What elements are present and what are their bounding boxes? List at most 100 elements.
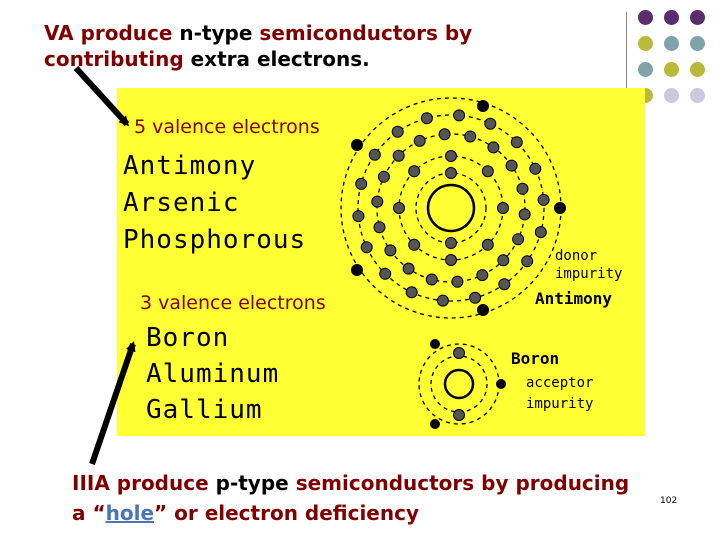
- arrow-to-group3: [89, 341, 136, 465]
- title-line-2: contributing extra electrons.: [44, 46, 472, 72]
- boron-inner-electrons: [453, 347, 465, 421]
- decor-dot: [664, 62, 679, 77]
- inner-electron: [393, 202, 405, 214]
- boron-atom: [418, 339, 506, 429]
- inner-electron: [481, 238, 494, 251]
- title-line-1: VA produce n-type semiconductors by: [44, 20, 472, 46]
- inner-electron: [469, 291, 482, 304]
- element-gallium: Gallium: [146, 395, 263, 425]
- inner-electron: [537, 193, 550, 206]
- inner-electron: [360, 241, 373, 254]
- inner-electron: [445, 167, 457, 179]
- decor-dot: [664, 36, 679, 51]
- element-boron: Boron: [146, 323, 230, 353]
- inner-electron: [371, 195, 384, 208]
- inner-electron: [377, 170, 390, 183]
- inner-electron: [445, 237, 457, 249]
- inner-electron: [373, 221, 386, 234]
- element-phosphorous: Phosphorous: [123, 225, 307, 255]
- decor-dot: [638, 62, 653, 77]
- inner-electron: [391, 125, 404, 138]
- element-arsenic: Arsenic: [123, 188, 240, 218]
- antimony-atom: [340, 97, 566, 319]
- bottom-text-6: ” or electron deficiency: [154, 501, 420, 525]
- atom-diagrams: donor impurity Antimony Boron acceptor i…: [340, 97, 622, 429]
- group5-element-list: Antimony Arsenic Phosphorous: [123, 148, 306, 259]
- group3-heading: 3 valence electrons: [140, 292, 326, 314]
- bottom-line-2: a “hole” or electron deficiency: [72, 498, 629, 528]
- inner-electron: [392, 149, 405, 162]
- decor-dot: [638, 36, 653, 51]
- antimony-atom-label: Antimony: [535, 289, 612, 308]
- page-number: 102: [660, 496, 678, 506]
- inner-electron: [379, 267, 392, 280]
- valence-electron: [430, 339, 440, 349]
- donor-label: donor: [555, 248, 597, 264]
- donor-impurity-label: impurity: [555, 266, 622, 282]
- bottom-line-1: IIIA produce p-type semiconductors by pr…: [72, 468, 629, 498]
- inner-electron: [402, 262, 415, 275]
- decor-dot: [690, 10, 705, 25]
- arrow-to-group5: [73, 65, 130, 127]
- inner-electron: [453, 109, 466, 122]
- inner-electron: [497, 202, 509, 214]
- acceptor-impurity-label: impurity: [526, 396, 593, 412]
- inner-electron: [518, 208, 531, 221]
- group3-element-list: Boron Aluminum Gallium: [146, 320, 279, 428]
- inner-electron: [476, 269, 489, 282]
- title-text-contributing: contributing: [44, 47, 184, 71]
- inner-electron: [512, 233, 525, 246]
- antimony-nucleus: [426, 183, 476, 233]
- valence-electron: [554, 202, 566, 214]
- inner-electron: [498, 278, 511, 291]
- title-text-ntype: n-type: [179, 21, 253, 45]
- element-antimony: Antimony: [123, 151, 257, 181]
- inner-electron: [438, 128, 451, 141]
- inner-electron: [436, 294, 449, 307]
- bottom-text-4: a “: [72, 501, 106, 525]
- inner-electron: [516, 182, 529, 195]
- boron-atom-label: Boron: [511, 349, 559, 368]
- bottom-text-3: semiconductors by producing: [288, 471, 630, 495]
- inner-electron: [384, 244, 397, 257]
- decor-dot: [690, 62, 705, 77]
- inner-electron: [484, 117, 497, 130]
- inner-electron: [464, 130, 477, 143]
- inner-electron: [408, 238, 421, 251]
- inner-electron: [425, 273, 438, 286]
- inner-electron: [420, 112, 433, 125]
- inner-electron: [413, 134, 426, 147]
- decor-dot: [690, 88, 705, 103]
- decor-dot: [638, 10, 653, 25]
- inner-electron: [481, 165, 494, 178]
- hole-link[interactable]: hole: [105, 501, 155, 525]
- inner-electron: [521, 255, 534, 268]
- inner-electron: [408, 165, 421, 178]
- inner-electron: [405, 286, 418, 299]
- valence-electron: [430, 419, 440, 429]
- title-text-1: VA produce: [44, 21, 180, 45]
- title-text-3: semiconductors by: [252, 21, 473, 45]
- inner-electron: [529, 162, 542, 175]
- valence-electron: [351, 264, 363, 276]
- decor-dot: [664, 88, 679, 103]
- inner-electron: [505, 159, 518, 172]
- figure-background: [117, 88, 645, 436]
- inner-electron: [451, 275, 464, 288]
- inner-electron: [355, 177, 368, 190]
- inner-electron: [534, 226, 547, 239]
- inner-electron: [445, 150, 457, 162]
- group5-heading: 5 valence electrons: [134, 116, 320, 138]
- inner-electron: [497, 254, 510, 267]
- antimony-inner-electrons: [352, 109, 550, 307]
- element-aluminum: Aluminum: [146, 359, 280, 389]
- decorative-divider-line: [626, 12, 627, 116]
- slide-title: VA produce n-type semiconductors by cont…: [44, 20, 472, 72]
- valence-electron: [351, 139, 363, 151]
- bottom-text-ptype: p-type: [215, 471, 289, 495]
- inner-electron: [510, 136, 523, 149]
- decor-dot: [690, 36, 705, 51]
- inner-electron: [445, 254, 457, 266]
- inner-electron: [368, 148, 381, 161]
